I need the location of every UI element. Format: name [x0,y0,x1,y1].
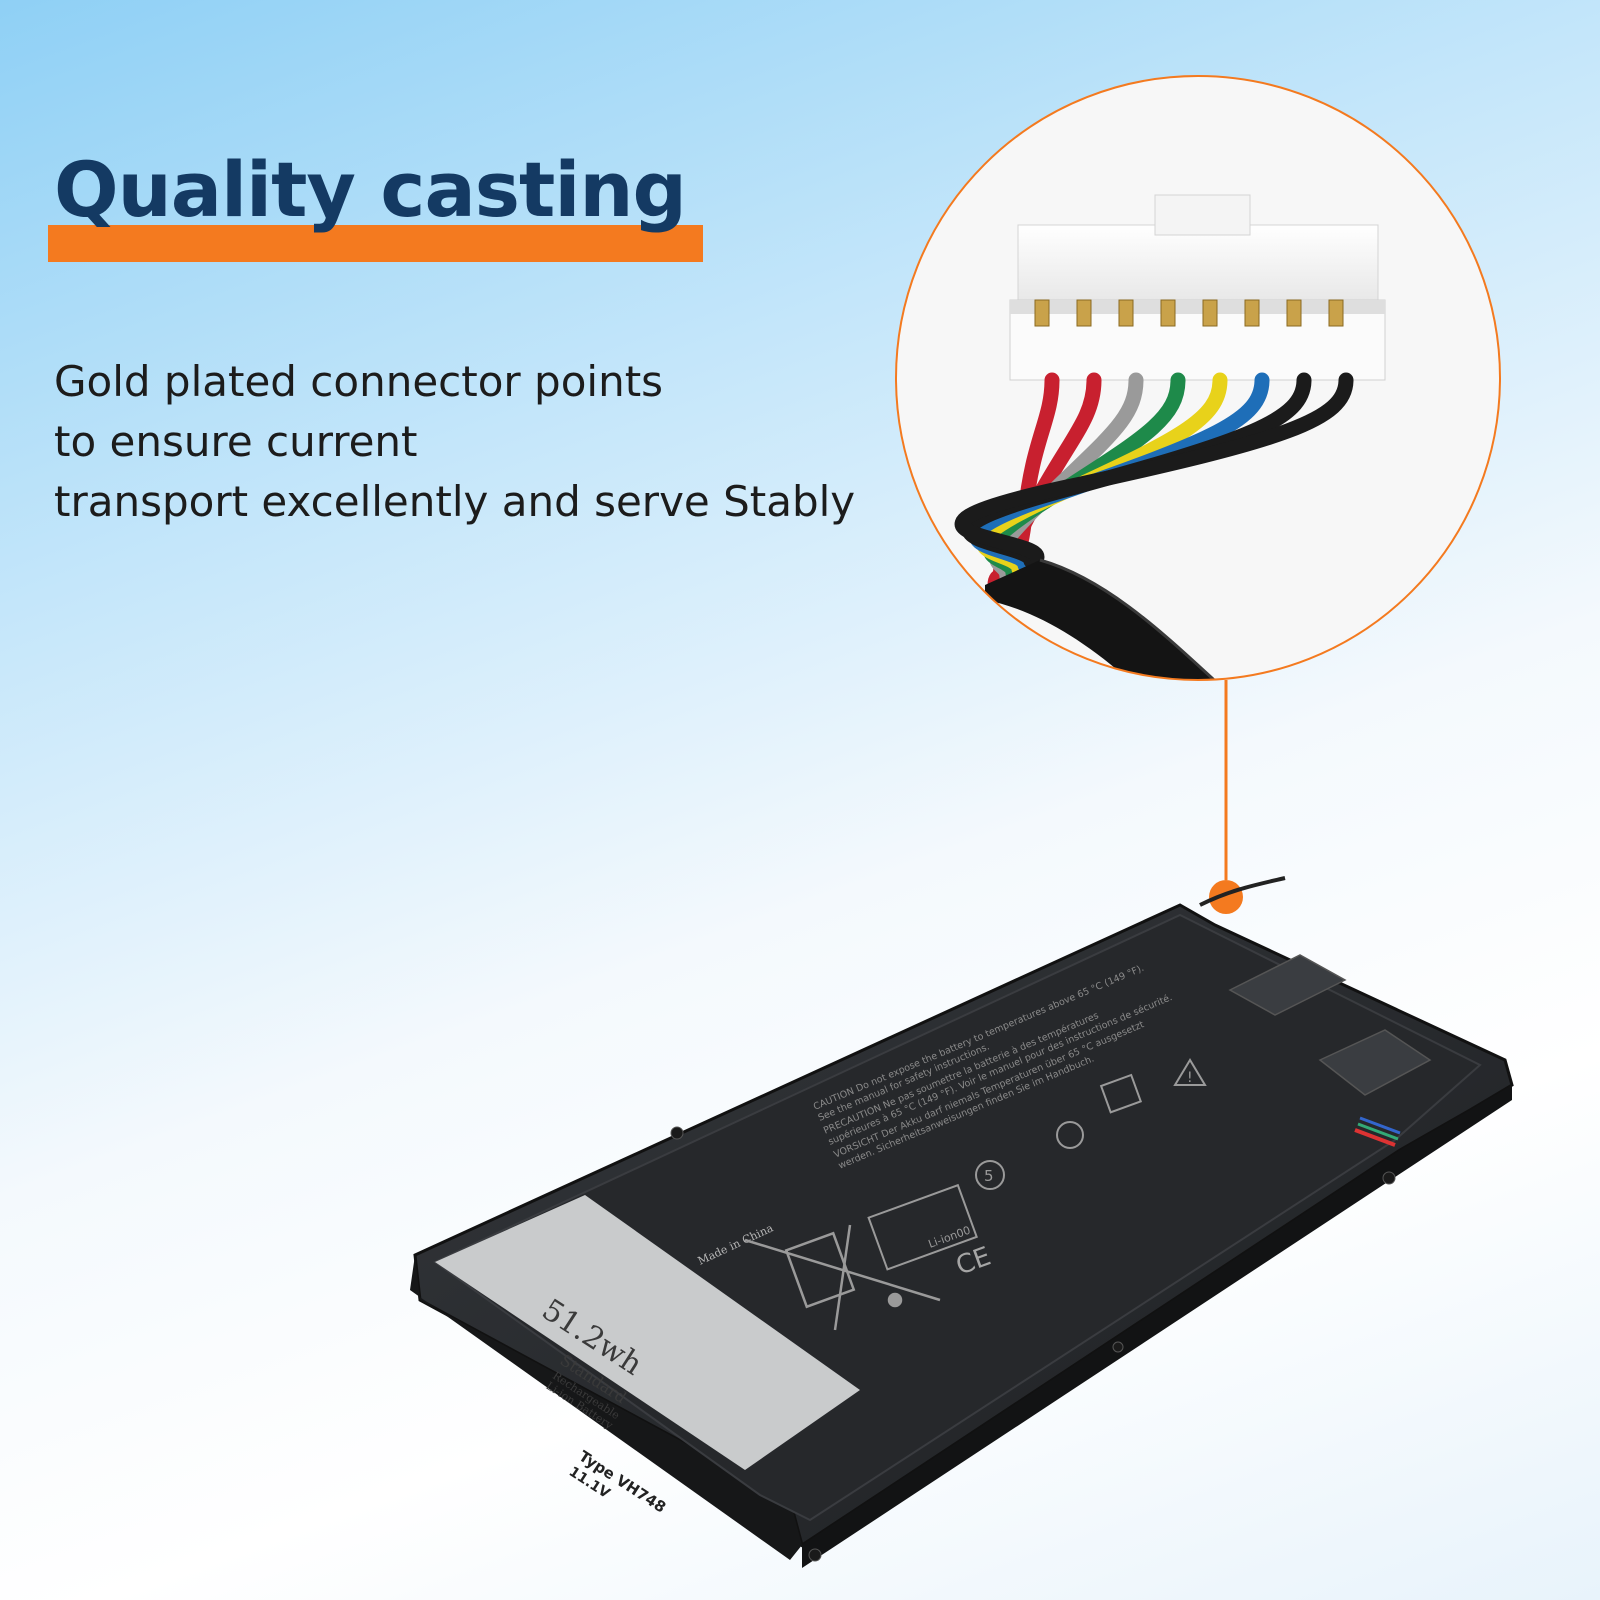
description-line-1: Gold plated connector points [54,357,664,406]
tape-patch [1228,954,1347,1016]
weee-bin-icon [744,1224,941,1331]
tape-patch [1318,1029,1432,1096]
screw-hole [670,1126,684,1140]
screw-hole [1382,1171,1396,1185]
connector-housing [1009,194,1386,381]
gold-pin [1034,299,1050,327]
gold-pin [1202,299,1218,327]
gold-pin [1244,299,1260,327]
circle-cert-icon [1056,1121,1084,1149]
connector-zoom-circle [895,75,1501,681]
headline: Quality casting [48,150,708,270]
page-title: Quality casting [54,145,687,234]
wire [954,372,1354,565]
description-line-2: to ensure current [54,417,418,466]
recycle-cert-icon [1099,1073,1143,1114]
callout-dot [1209,880,1243,914]
gold-pin [1328,299,1344,327]
warning-triangle-icon: ! [1173,1058,1207,1086]
gold-pin [1118,299,1134,327]
description: Gold plated connector points to ensure c… [54,352,914,532]
battery-pack: 51.2wh Standard Rechargeable Li-ion Batt… [410,876,1514,1568]
battery-gray-label [435,1195,860,1470]
cable-sleeve [985,560,1225,680]
gold-pins [1034,299,1344,327]
gold-pin [1076,299,1092,327]
description-line-3: transport excellently and serve Stably [54,477,856,526]
gold-pin [1160,299,1176,327]
title-underline-bar [48,225,703,262]
svg-text:!: ! [1187,1070,1193,1086]
wire-bundle [954,372,1354,593]
gold-pin [1286,299,1302,327]
battery-output-wire [1199,876,1286,907]
screw-hole [808,1548,822,1562]
years-mark-text: 5 [984,1167,994,1185]
screw-hole [1112,1341,1124,1353]
years-mark-icon: 5 [975,1160,1005,1190]
